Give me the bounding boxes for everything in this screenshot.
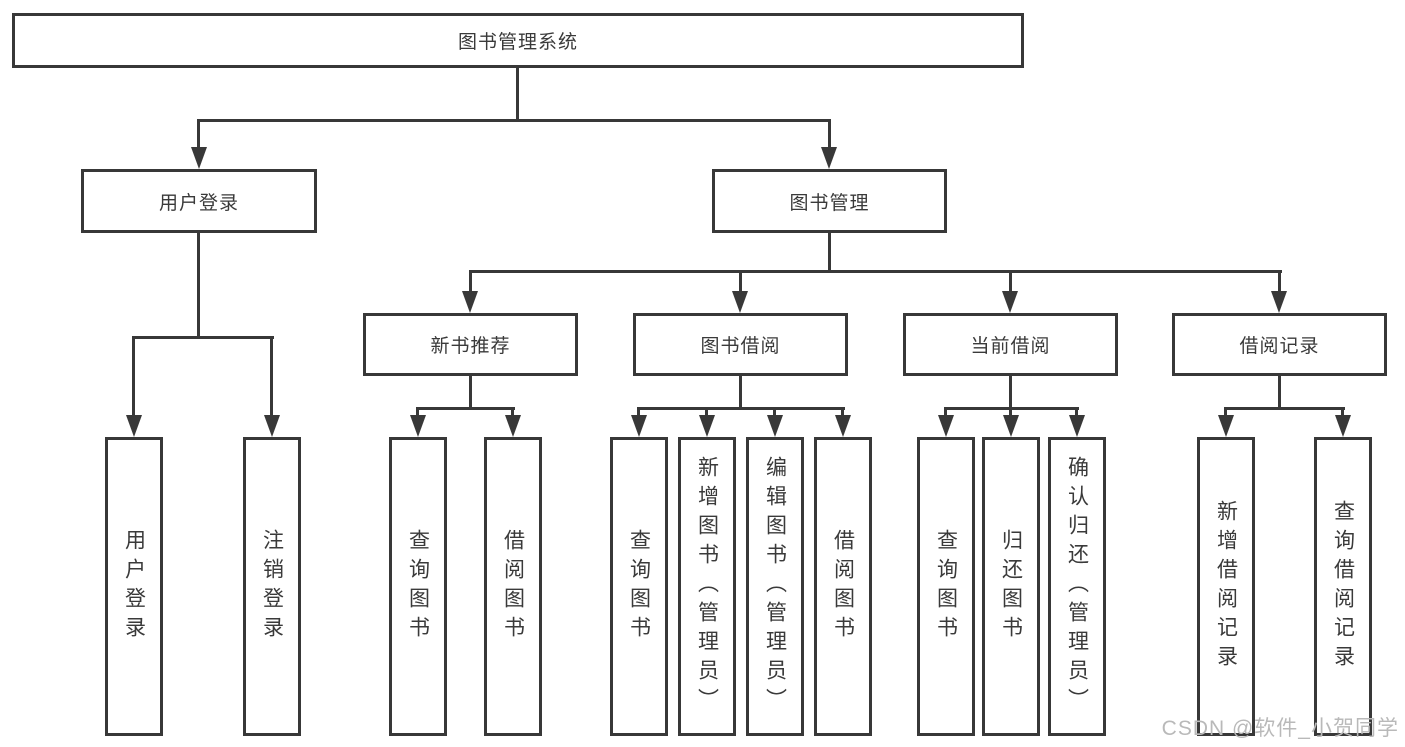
leaf-br-add-record: 新增借阅记录 (1197, 437, 1255, 736)
connector-line (132, 336, 274, 339)
arrow-down-icon (1003, 415, 1019, 437)
connector-line (469, 270, 472, 295)
connector-line (1009, 407, 1012, 418)
arrow-down-icon (264, 415, 280, 437)
node-book-borrowing: 图书借阅 (633, 313, 848, 376)
arrow-down-icon (631, 415, 647, 437)
leaf-cb-confirm-return-admin: 确认归还（管理员） (1048, 437, 1106, 736)
connector-line (705, 407, 708, 418)
connector-line (197, 119, 200, 150)
connector-line (637, 407, 845, 410)
connector-line (637, 407, 640, 418)
connector-line (270, 336, 273, 418)
node-book-management: 图书管理 (712, 169, 947, 233)
connector-line (1075, 407, 1078, 418)
node-root-system: 图书管理系统 (12, 13, 1024, 68)
connector-line (739, 376, 742, 409)
connector-line (944, 407, 947, 418)
connector-line (416, 407, 419, 418)
arrow-down-icon (462, 291, 478, 313)
connector-line (1341, 407, 1344, 418)
arrow-down-icon (938, 415, 954, 437)
connector-line (516, 68, 519, 122)
leaf-nbr-query-books: 查询图书 (389, 437, 447, 736)
connector-line (416, 407, 515, 410)
connector-line (739, 270, 742, 295)
arrow-down-icon (410, 415, 426, 437)
leaf-cb-return-books: 归还图书 (982, 437, 1040, 736)
arrow-down-icon (1002, 291, 1018, 313)
connector-line (511, 407, 514, 418)
connector-line (828, 233, 831, 272)
leaf-user-login: 用户登录 (105, 437, 163, 736)
connector-line (1009, 270, 1012, 295)
connector-line (1009, 376, 1012, 409)
connector-line (469, 270, 1282, 273)
leaf-bb-edit-books-admin: 编辑图书（管理员） (746, 437, 804, 736)
connector-line (841, 407, 844, 418)
leaf-cb-query-books: 查询图书 (917, 437, 975, 736)
watermark: CSDN @软件_小贺同学 (1161, 717, 1399, 740)
connector-line (1224, 407, 1227, 418)
arrow-down-icon (1335, 415, 1351, 437)
leaf-bb-borrow-books: 借阅图书 (814, 437, 872, 736)
arrow-down-icon (767, 415, 783, 437)
connector-line (1278, 270, 1281, 295)
connector-line (197, 233, 200, 338)
arrow-down-icon (1069, 415, 1085, 437)
connector-line (1278, 376, 1281, 409)
arrow-down-icon (1271, 291, 1287, 313)
node-borrowing-records: 借阅记录 (1172, 313, 1387, 376)
arrow-down-icon (732, 291, 748, 313)
arrow-down-icon (505, 415, 521, 437)
arrow-down-icon (126, 415, 142, 437)
node-user-login: 用户登录 (81, 169, 317, 233)
leaf-bb-query-books: 查询图书 (610, 437, 668, 736)
node-new-book-recommendation: 新书推荐 (363, 313, 578, 376)
connector-line (773, 407, 776, 418)
node-current-borrowing: 当前借阅 (903, 313, 1118, 376)
connector-line (198, 119, 831, 122)
connector-line (1224, 407, 1345, 410)
leaf-nbr-borrow-books: 借阅图书 (484, 437, 542, 736)
arrow-down-icon (1218, 415, 1234, 437)
leaf-bb-add-books-admin: 新增图书（管理员） (678, 437, 736, 736)
arrow-down-icon (191, 147, 207, 169)
connector-line (828, 119, 831, 150)
arrow-down-icon (699, 415, 715, 437)
arrow-down-icon (821, 147, 837, 169)
connector-line (132, 336, 135, 418)
leaf-br-query-record: 查询借阅记录 (1314, 437, 1372, 736)
connector-line (469, 376, 472, 409)
leaf-logout: 注销登录 (243, 437, 301, 736)
arrow-down-icon (835, 415, 851, 437)
